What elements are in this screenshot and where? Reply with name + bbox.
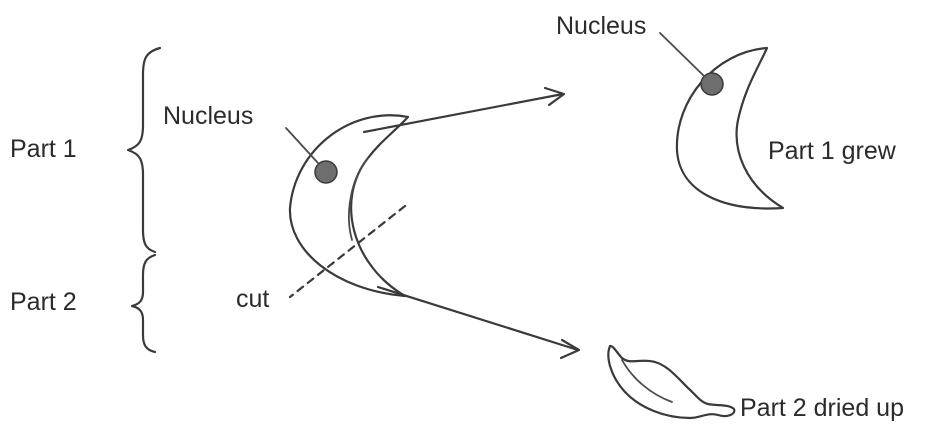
cut-line [288, 204, 407, 299]
arrow-to-part2-head [559, 338, 581, 360]
arrow-to-part1-head [543, 86, 566, 107]
nucleus-label-right: Nucleus [556, 12, 646, 40]
part2-brace [130, 253, 157, 354]
nucleus-part1-grew [700, 72, 724, 96]
part1-label: Part 1 [10, 135, 77, 163]
arrow-to-part1 [362, 92, 565, 134]
shriveled-part2-fold [621, 359, 673, 403]
part2-dried-label: Part 2 dried up [740, 394, 904, 422]
nucleus-pointer-left [285, 127, 319, 164]
nucleus-pointer-right [659, 32, 705, 77]
nucleus-label-left: Nucleus [163, 102, 253, 130]
part1-grew-label: Part 1 grew [768, 137, 897, 165]
nucleus-original [314, 160, 338, 184]
cut-label: cut [236, 285, 269, 313]
crescent-part1-grew [675, 46, 785, 210]
shriveled-part2 [607, 344, 736, 420]
part1-brace [126, 46, 162, 254]
arrow-to-part2 [376, 285, 580, 352]
part2-label: Part 2 [10, 288, 77, 316]
crescent-inner-edge [348, 157, 369, 241]
